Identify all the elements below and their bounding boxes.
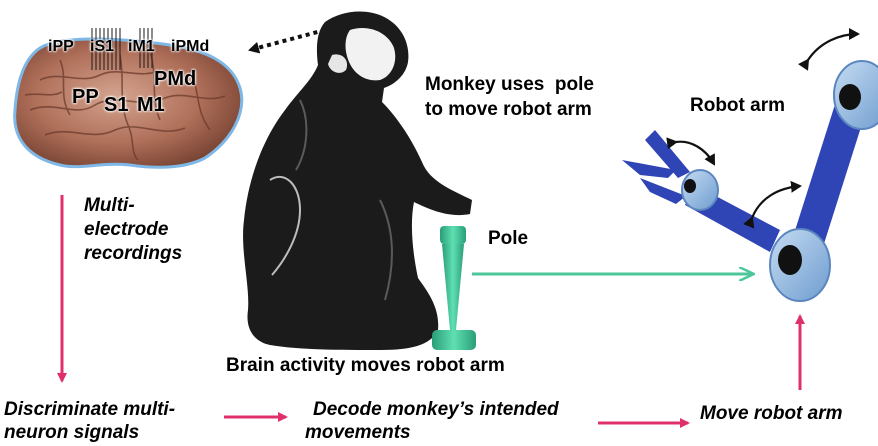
move-robot-label: Move robot arm	[700, 404, 843, 423]
pole-illustration	[432, 226, 476, 350]
decode-line-1: Decode monkey’s intended	[305, 398, 559, 421]
monkey-uses-line-1: Monkey uses pole	[425, 72, 594, 97]
brain-label-pmd: PMd	[154, 68, 196, 91]
decode-label: Decode monkey’s intended movements	[305, 398, 559, 444]
pole-label: Pole	[488, 229, 528, 248]
brain-label-im1: iM1	[128, 38, 155, 56]
brain-label-ipmd: iPMd	[171, 38, 209, 56]
recordings-line-2: electrode	[84, 218, 182, 242]
discriminate-line-1: Discriminate multi-	[4, 398, 175, 421]
monkey-illustration	[243, 12, 472, 351]
recordings-line-1: Multi-	[84, 194, 182, 218]
dotted-arrow	[250, 30, 325, 50]
robot-arm-illustration	[622, 34, 878, 301]
monkey-uses-line-2: to move robot arm	[425, 97, 594, 122]
discriminate-label: Discriminate multi- neuron signals	[4, 398, 175, 444]
monkey-uses-pole-label: Monkey uses pole to move robot arm	[425, 72, 594, 122]
recordings-label: Multi- electrode recordings	[84, 194, 182, 266]
brain-label-is1: iS1	[90, 38, 114, 56]
brain-label-m1: M1	[137, 94, 165, 117]
brain-activity-label: Brain activity moves robot arm	[226, 356, 505, 375]
brain-label-pp: PP	[72, 86, 99, 109]
brain-label-s1: S1	[104, 94, 128, 117]
recordings-line-3: recordings	[84, 242, 182, 266]
robot-arm-label: Robot arm	[690, 96, 785, 115]
brain-label-ipp: iPP	[48, 38, 74, 56]
